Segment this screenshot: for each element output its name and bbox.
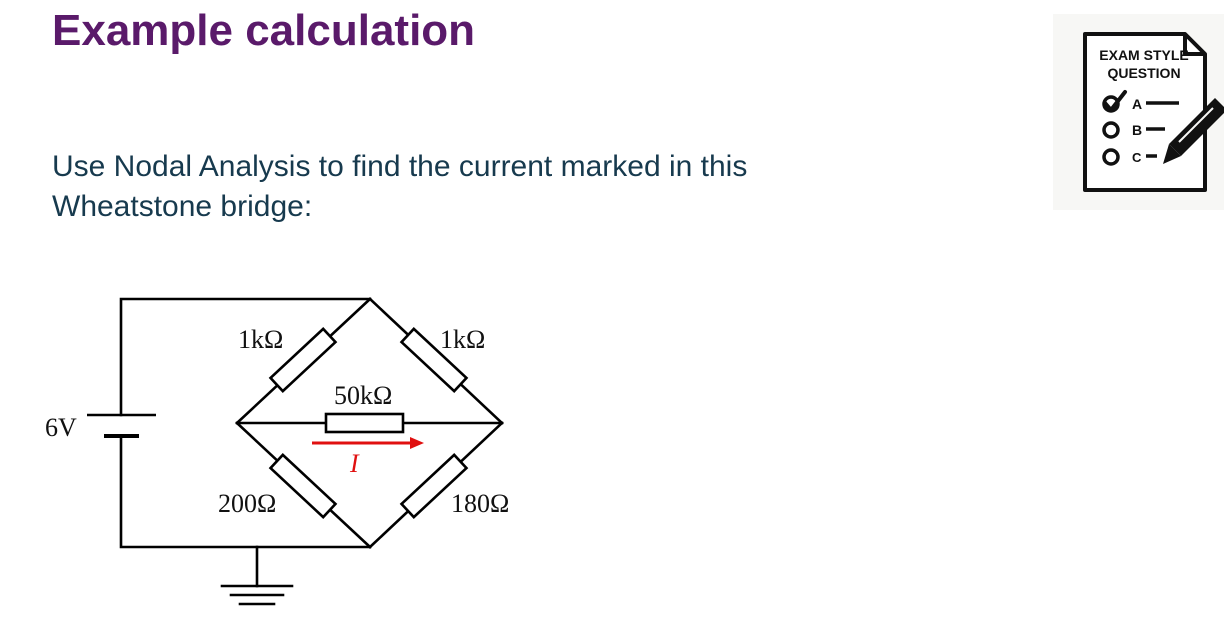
option-b-label: B [1132,122,1142,138]
option-a-label: A [1132,96,1142,112]
resistor-bottom-right [399,453,469,519]
option-b-circle [1102,121,1120,139]
pencil-icon [1163,98,1224,164]
page-title: Example calculation [52,6,476,55]
current-label: I [349,449,360,478]
wire-bottom [119,434,372,549]
label-r-bottom-left: 200Ω [218,489,276,518]
badge-line-1: EXAM STYLE [1099,47,1188,63]
label-r-top-right: 1kΩ [440,325,485,354]
option-c-circle [1102,148,1120,166]
checkmark-icon [1103,90,1127,112]
ground-symbol-icon [220,545,294,606]
wire-top [119,297,372,417]
badge-line-2: QUESTION [1107,65,1180,81]
exam-style-badge: EXAM STYLE QUESTION A B C [1053,14,1224,210]
label-r-bridge: 50kΩ [334,381,392,410]
label-r-top-left: 1kΩ [238,325,283,354]
battery-icon [87,413,156,438]
source-label: 6V [45,413,77,442]
question-text: Use Nodal Analysis to find the current m… [52,150,748,223]
resistor-bridge [324,412,405,434]
label-r-bottom-right: 180Ω [451,489,509,518]
resistor-top-right [399,327,469,393]
resistor-top-left [268,327,338,393]
option-c-label: C [1132,150,1142,165]
resistor-bottom-left [268,453,338,519]
current-arrow [312,437,424,449]
exam-sheet-icon: EXAM STYLE QUESTION A B C [1083,32,1224,192]
